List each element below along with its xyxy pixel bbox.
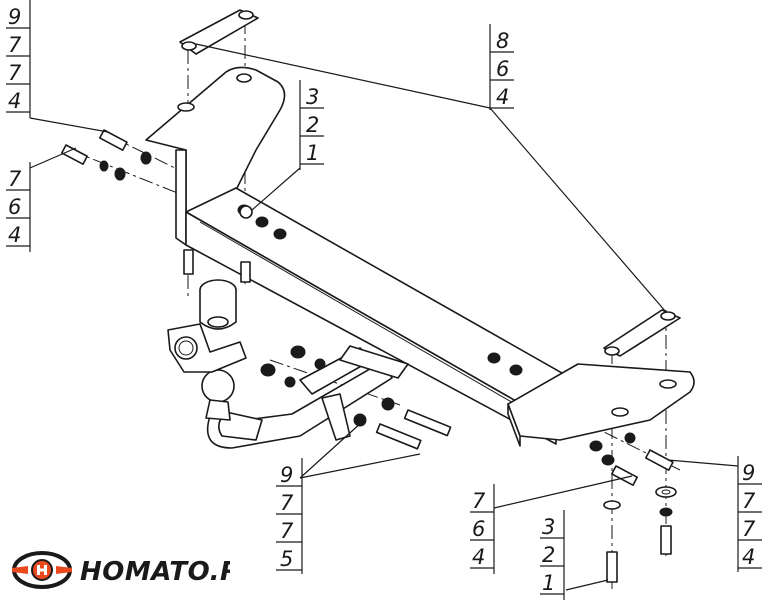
- callout-e-number: 7: [280, 491, 294, 515]
- tow-ball: [201, 369, 235, 421]
- callout-g-number: 2: [542, 543, 555, 567]
- callout-d: 8 6 4: [489, 24, 514, 110]
- right-mounting-strap: [603, 309, 681, 357]
- callout-f: 7 6 4: [470, 484, 495, 574]
- callout-b: 7 6 4: [6, 162, 31, 252]
- callout-c: 3 2 1: [299, 80, 324, 170]
- homato-logo: HOMATO.RU: [12, 551, 230, 589]
- callout-g-number: 3: [542, 515, 555, 539]
- callout-h-number: 7: [742, 489, 756, 513]
- callout-d-number: 6: [496, 57, 509, 81]
- callout-c-number: 3: [306, 85, 319, 109]
- callout-b-number: 7: [8, 167, 22, 191]
- logo-emblem-icon: [12, 551, 72, 589]
- left-side-bracket: [145, 66, 286, 246]
- leader-lines: [29, 43, 739, 591]
- callout-a: 9 7 7 4: [6, 0, 31, 118]
- logo-text: HOMATO.RU: [80, 557, 230, 587]
- callout-e: 9 7 7 5: [276, 458, 303, 574]
- callout-f-number: 6: [472, 517, 485, 541]
- callout-d-number: 4: [496, 85, 509, 109]
- callout-c-number: 2: [306, 113, 319, 137]
- callout-h: 9 7 7 4: [737, 456, 762, 572]
- callout-e-number: 9: [280, 463, 293, 487]
- callout-g-number: 1: [542, 571, 555, 595]
- callout-b-number: 6: [8, 195, 21, 219]
- electrical-socket-cap: [199, 279, 237, 330]
- callout-h-number: 9: [742, 461, 755, 485]
- callout-h-number: 4: [742, 545, 755, 569]
- callout-b-number: 4: [8, 223, 21, 247]
- right-side-bracket: [507, 363, 695, 447]
- callout-f-number: 4: [472, 545, 485, 569]
- top-mounting-strap: [179, 9, 259, 55]
- hardware-bolts-nuts-washers: [60, 129, 677, 583]
- callout-a-number: 7: [8, 61, 22, 85]
- callout-a-number: 9: [8, 5, 21, 29]
- callout-c-number: 1: [306, 141, 319, 165]
- callout-g: 3 2 1: [540, 510, 565, 600]
- callout-e-number: 5: [280, 547, 293, 571]
- callout-a-number: 7: [8, 33, 22, 57]
- socket-mounting-plate: [167, 323, 247, 373]
- callout-h-number: 7: [742, 517, 756, 541]
- callout-e-number: 7: [280, 519, 294, 543]
- callout-f-number: 7: [472, 489, 486, 513]
- callout-a-number: 4: [8, 89, 21, 113]
- callout-d-number: 8: [496, 29, 509, 53]
